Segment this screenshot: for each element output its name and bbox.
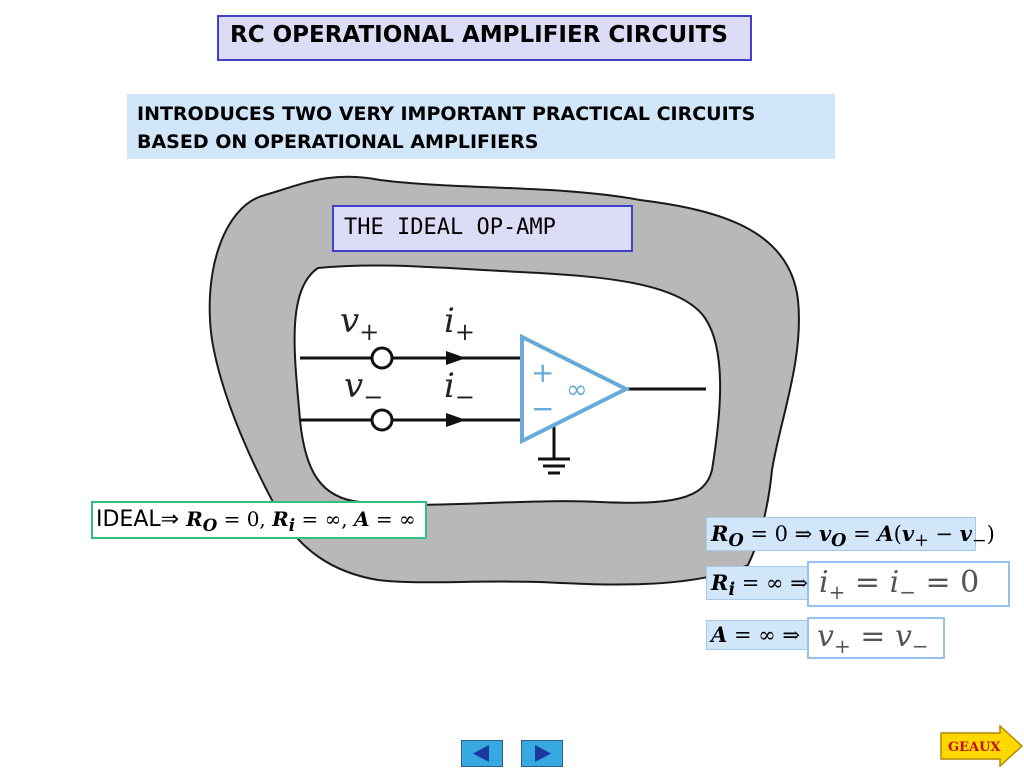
equation-ro: RO = 0 ⇒ vO = A(v+ − v−) — [706, 517, 995, 552]
eq1-vp: v — [901, 521, 915, 546]
right-arrow-icon — [535, 745, 551, 762]
eq1-open: ( — [893, 522, 902, 546]
ri-subscript: i — [288, 515, 296, 535]
eq2-mid: = ∞ ⇒ — [735, 571, 808, 595]
eq1-vm-sub: − — [971, 531, 987, 552]
eq1-minus: − — [928, 522, 960, 546]
ideal-opamp-text: THE IDEAL OP-AMP — [344, 215, 556, 240]
inner-region — [293, 264, 722, 506]
opamp-infinity: ∞ — [566, 375, 588, 405]
eq2-i1: i — [819, 565, 829, 600]
arrow-i-minus — [446, 413, 466, 427]
eq1-r-sub: O — [728, 531, 744, 552]
eq2-i2: i — [889, 565, 900, 600]
eq2-result-eq: = — [845, 565, 890, 600]
opamp-triangle — [520, 333, 631, 445]
label-v-plus: v+ — [340, 301, 379, 346]
ro-symbol: R — [186, 507, 203, 531]
intro-box: INTRODUCES TWO VERY IMPORTANT PRACTICAL … — [127, 94, 835, 159]
implies-symbol: ⇒ — [160, 507, 180, 532]
eq1-v: v — [818, 521, 832, 546]
next-button[interactable] — [521, 740, 563, 767]
previous-button[interactable] — [461, 740, 503, 767]
label-i-plus: i+ — [444, 301, 475, 346]
geaux-label: GEAUX — [948, 740, 1001, 755]
opamp-minus-sign: − — [531, 392, 554, 425]
equation-a: A = ∞ ⇒ — [706, 620, 808, 650]
eq2-result-tail: = 0 — [915, 565, 980, 600]
ri-value: = ∞, — [295, 507, 354, 531]
ro-subscript: O — [202, 515, 218, 535]
eq3-a: A — [711, 622, 728, 647]
eq2-s1: + — [828, 580, 846, 604]
eq1-close: ) — [986, 522, 995, 546]
eq1-a: A — [877, 521, 894, 546]
geaux-arrow-icon: GEAUX — [940, 724, 1024, 768]
ideal-word: IDEAL — [96, 507, 161, 532]
eq1-eq: = — [846, 522, 878, 546]
label-v-minus: v− — [344, 366, 383, 411]
terminal-minus — [370, 408, 394, 432]
eq1-v-sub: O — [831, 531, 847, 552]
eq1-vp-sub: + — [914, 531, 929, 552]
eq2-r: R — [711, 570, 729, 595]
eq3-s1: + — [833, 634, 851, 658]
ri-symbol: R — [272, 507, 289, 531]
ideal-condition: IDEAL⇒ RO = 0, Ri = ∞, A = ∞ — [91, 501, 427, 539]
geaux-button[interactable]: GEAUX — [940, 724, 1024, 771]
page-title-text: RC OPERATIONAL AMPLIFIER CIRCUITS — [230, 22, 728, 48]
a-value: = ∞ — [369, 507, 416, 531]
equation-ri: Ri = ∞ ⇒ — [706, 566, 808, 600]
eq3-v1: v — [817, 619, 834, 654]
intro-line-1: INTRODUCES TWO VERY IMPORTANT PRACTICAL … — [137, 103, 756, 125]
a-symbol: A — [353, 507, 370, 531]
eq1-vm: v — [959, 521, 972, 546]
eq3-v2: v — [894, 619, 912, 654]
eq3-result-eq: = — [850, 619, 895, 654]
left-arrow-icon — [473, 745, 489, 762]
ideal-opamp-label: THE IDEAL OP-AMP — [332, 205, 633, 252]
eq3-mid: = ∞ ⇒ — [727, 623, 801, 647]
intro-line-2: BASED ON OPERATIONAL AMPLIFIERS — [137, 131, 539, 153]
eq1-mid: = 0 ⇒ — [743, 522, 819, 546]
page-title: RC OPERATIONAL AMPLIFIER CIRCUITS — [217, 15, 752, 61]
label-i-minus: i− — [444, 366, 475, 411]
arrow-i-plus — [446, 351, 466, 365]
eq2-r-sub: i — [728, 580, 736, 601]
terminal-plus — [370, 346, 394, 370]
equation-a-result: v+ = v− — [807, 617, 945, 659]
eq1-r: R — [711, 521, 729, 546]
eq3-s2: − — [911, 634, 929, 658]
eq2-s2: − — [899, 580, 916, 604]
ro-value: = 0, — [217, 507, 273, 531]
equation-ri-result: i+ = i− = 0 — [807, 561, 1010, 607]
opamp-plus-sign: + — [531, 356, 554, 389]
